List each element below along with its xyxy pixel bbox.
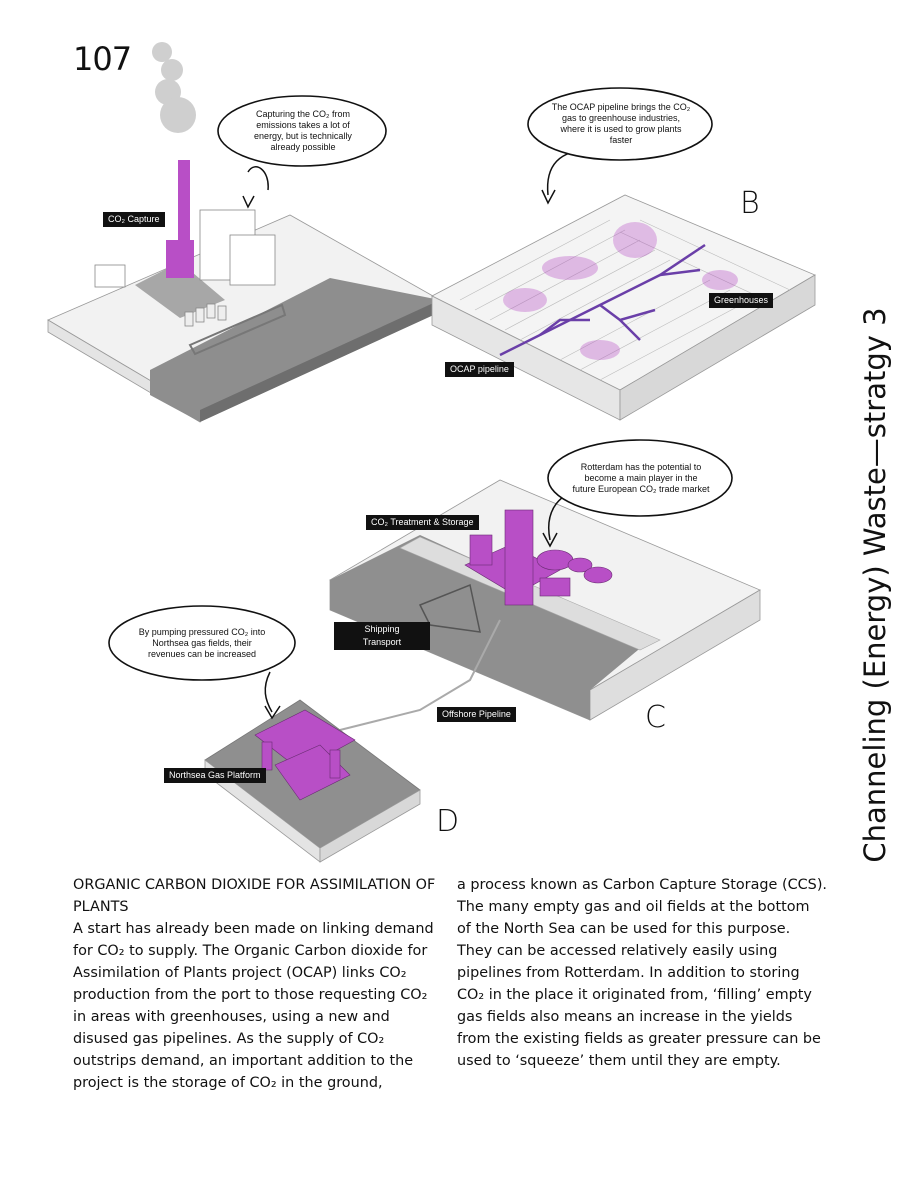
article-left-column: ORGANIC CARBON DIOXIDE FOR ASSIMILATION … — [73, 874, 443, 1094]
callout-rotterdam: Rotterdam has the potential to become a … — [572, 461, 710, 494]
tag-co2-capture: CO₂ Capture — [103, 212, 165, 227]
port-diorama — [329, 479, 761, 731]
tag-ocap-pipeline: OCAP pipeline — [445, 362, 514, 377]
article-right-column: a process known as Carbon Capture Storag… — [457, 874, 827, 1072]
callout-capture: Capturing the CO₂ from emissions takes a… — [254, 109, 352, 152]
tag-treatment: CO₂ Treatment & Storage — [366, 515, 479, 530]
capture-diorama — [47, 42, 441, 423]
callout-ocap: The OCAP pipeline brings the CO₂ gas to … — [551, 102, 691, 145]
greenhouse-diorama — [431, 149, 816, 421]
callout-bubble — [547, 439, 733, 517]
article-left-text: A start has already been made on linking… — [73, 921, 434, 1091]
article-heading: ORGANIC CARBON DIOXIDE FOR ASSIMILATION … — [73, 877, 436, 915]
label-d: D — [436, 804, 460, 839]
tag-shipping: Shipping Transport — [334, 622, 430, 650]
callout-bubble — [527, 87, 713, 161]
page-number: 107 — [73, 40, 132, 78]
callout-northsea: By pumping pressured CO₂ into Northsea g… — [138, 626, 266, 659]
illustration — [47, 42, 816, 863]
article-right-text: a process known as Carbon Capture Storag… — [457, 877, 828, 1069]
smoke-icon — [152, 42, 196, 133]
tag-gas-platform: Northsea Gas Platform — [164, 768, 266, 783]
callout-bubble — [108, 605, 296, 681]
tag-offshore: Offshore Pipeline — [437, 707, 516, 722]
callout-bubble — [217, 95, 387, 167]
tag-greenhouses: Greenhouses — [709, 293, 774, 308]
label-b: B — [740, 186, 760, 221]
platform-diorama — [204, 671, 421, 863]
label-c: C — [645, 700, 666, 735]
